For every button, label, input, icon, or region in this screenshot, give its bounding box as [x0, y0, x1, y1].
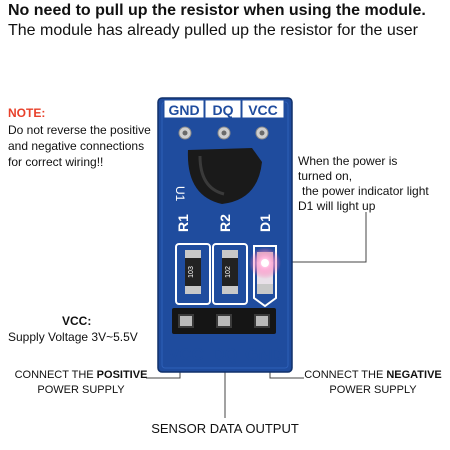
- heading-line-1: No need to pull up the resistor when usi…: [8, 2, 426, 19]
- silk-r1: R1: [175, 214, 191, 232]
- positive-note-prefix: CONNECT THE: [14, 369, 97, 381]
- sensor-chip: [187, 148, 262, 204]
- negative-note-prefix: CONNECT THE: [304, 369, 387, 381]
- positive-supply-note: CONNECT THE POSITIVE POWER SUPPLY: [6, 368, 156, 398]
- power-note-line-1: When the power is: [298, 154, 398, 168]
- power-note-line-3: the power indicator light: [302, 184, 429, 198]
- resistor-r2-code: 102: [225, 266, 232, 278]
- positive-note-keyword: POSITIVE: [96, 369, 148, 381]
- silk-d1: D1: [257, 214, 273, 232]
- vcc-supply-range: Supply Voltage 3V~5.5V: [8, 330, 138, 344]
- negative-note-suffix: POWER SUPPLY: [329, 384, 417, 396]
- silk-u1: U1: [173, 186, 187, 202]
- resistor-r1: [185, 258, 201, 286]
- bottom-pin-label-gnd: GND: [245, 345, 283, 364]
- power-indicator-note: When the power is turned on, the power i…: [298, 154, 448, 214]
- top-pin-label-dq: DQ: [213, 102, 234, 118]
- note-text: Do not reverse the positive and negative…: [8, 123, 151, 169]
- note-title: NOTE:: [8, 106, 46, 120]
- vcc-label: VCC:: [62, 314, 92, 328]
- callout-line-led: [280, 212, 367, 263]
- positive-note-suffix: POWER SUPPLY: [37, 384, 125, 396]
- top-pin-label-gnd: GND: [168, 102, 199, 118]
- negative-note-keyword: NEGATIVE: [386, 369, 442, 381]
- negative-supply-note: CONNECT THE NEGATIVE POWER SUPPLY: [298, 368, 448, 398]
- bottom-pin-label-vcc: VCC: [168, 345, 204, 364]
- top-pin-label-vcc: VCC: [248, 102, 278, 118]
- silk-r2: R2: [217, 214, 233, 232]
- power-note-line-2: turned on,: [298, 169, 353, 183]
- sensor-data-output-label: SENSOR DATA OUTPUT: [151, 421, 299, 436]
- bottom-pin-label-dq: DQ: [212, 345, 238, 364]
- power-note-line-4: D1 will light up: [298, 199, 376, 213]
- resistor-r1-code: 103: [188, 266, 195, 278]
- heading-line-2: The module has already pulled up the res…: [8, 22, 419, 39]
- resistor-r2: [222, 258, 238, 286]
